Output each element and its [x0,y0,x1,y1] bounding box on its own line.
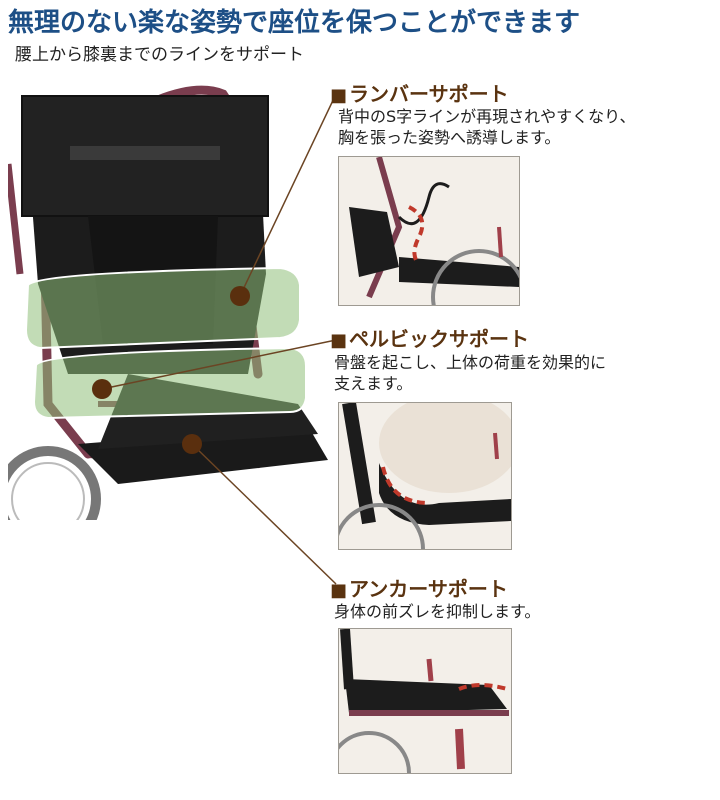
pelvic-support-title: ペルビックサポート [349,327,530,351]
page-subtitle: 腰上から膝裏までのラインをサポート [15,45,304,65]
lumbar-marker [230,286,250,306]
pelvic-highlight-band [32,346,307,420]
pelvic-marker [92,379,112,399]
lumbar-leader-line [239,93,337,297]
description-line: 背中のS字ラインが再現されやすくなり、 [338,107,636,126]
pelvic-support-description: 骨盤を起こし、上体の荷重を効果的に 支えます。 [334,352,606,394]
description-line: 身体の前ズレを抑制します。 [334,602,541,621]
anchor-marker [182,434,202,454]
lumbar-support-heading: ■ランバーサポート [330,78,509,107]
anchor-support-title: アンカーサポート [349,577,508,601]
lumbar-highlight-band [24,266,301,350]
heading-bullet: ■ [330,580,348,601]
heading-bullet: ■ [330,330,348,351]
lumbar-support-description: 背中のS字ラインが再現されやすくなり、 胸を張った姿勢へ誘導します。 [338,106,636,148]
description-line: 支えます。 [334,374,413,393]
anchor-leader-line [191,443,337,585]
anchor-support-heading: ■アンカーサポート [330,573,508,602]
lumbar-support-photo [338,156,520,306]
lumbar-support-title: ランバーサポート [349,82,509,106]
description-line: 骨盤を起こし、上体の荷重を効果的に [334,353,607,372]
anchor-support-photo [338,628,512,774]
page-title: 無理のない楽な姿勢で座位を保つことができます [8,8,581,38]
pelvic-support-photo [338,402,512,550]
heading-bullet: ■ [330,85,348,106]
pelvic-leader-line [101,339,337,390]
pelvic-support-heading: ■ペルビックサポート [330,323,529,352]
description-line: 胸を張った姿勢へ誘導します。 [338,128,561,147]
anchor-support-description: 身体の前ズレを抑制します。 [334,601,540,622]
